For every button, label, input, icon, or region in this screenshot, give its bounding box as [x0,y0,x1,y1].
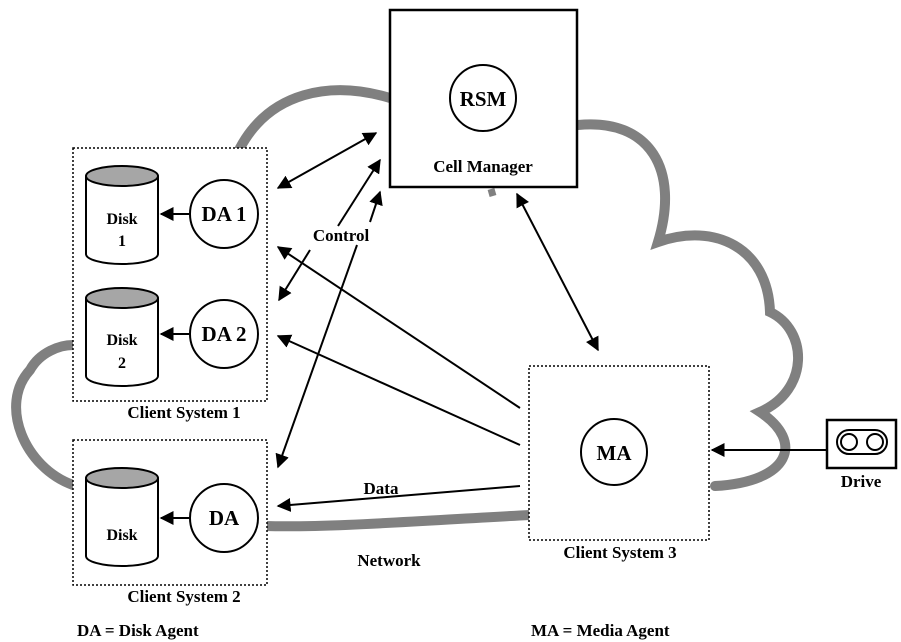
client-system-1-label: Client System 1 [127,403,240,422]
disk-3-top [85,467,159,489]
ma-circle [580,418,648,486]
arrow-cell-manager-cs1-top [276,132,378,189]
ma-label: MA [597,441,633,465]
disk-1-cylinder [85,176,159,265]
da1-label: DA 1 [202,202,247,226]
client-system-2: Disk DA Client System 2 [72,439,268,606]
control-line-down [275,244,358,469]
disk-3: Disk [85,467,159,567]
da1-circle [189,179,259,249]
disk-2-number: 2 [118,355,126,372]
disk-1-number: 1 [118,233,126,250]
disk-agent-2: DA 2 [189,299,259,369]
disk-1-top [85,165,159,187]
data-label: Data [364,479,399,498]
network-cloud [11,85,804,532]
disk-agent-3: DA [189,483,259,553]
da2-circle [189,299,259,369]
data-arrow-ma-to-da [276,485,521,512]
client-system-2-label: Client System 2 [127,587,240,606]
disk-3-label: Disk [106,527,137,544]
client-system-3: MA Client System 3 [528,365,710,562]
client-system-1: Disk 1 Disk 2 DA 1 DA 2 Client System 1 [72,147,268,422]
disk-3-cylinder [85,478,159,567]
disk-2-label: Disk [106,332,137,349]
legend-da: DA = Disk Agent [77,621,199,640]
network-cloud-tick [487,188,497,197]
da-circle [189,483,259,553]
disk-agent-1: DA 1 [189,179,259,249]
drive-reel-left [840,433,858,451]
network-label: Network [357,551,421,570]
control-line-right [369,190,383,223]
legend-ma: MA = Media Agent [531,621,670,640]
disk-2-cylinder [85,298,159,387]
da2-label: DA 2 [202,322,247,346]
cell-manager: RSM Cell Manager [388,8,579,189]
data-arrow-ma-to-da1 [276,246,521,409]
drive-label: Drive [841,472,882,491]
client-system-3-label: Client System 3 [563,543,676,562]
control-label: Control [313,226,370,245]
control-line-left [278,249,311,302]
drive: Drive [825,418,898,491]
data-arrow-ma-to-da2 [276,334,521,446]
control-line-upper [337,158,381,227]
da-label: DA [209,506,240,530]
rsm-circle [449,64,517,132]
drive-reel-right [866,433,884,451]
disk-1: Disk 1 [85,165,159,265]
disk-2-top [85,287,159,309]
cell-manager-box [388,8,579,189]
disk-1-label: Disk [106,211,137,228]
rsm-label: RSM [460,87,507,111]
cell-manager-label: Cell Manager [433,157,533,176]
arrow-cell-manager-ma [516,192,599,352]
disk-2: Disk 2 [85,287,159,387]
